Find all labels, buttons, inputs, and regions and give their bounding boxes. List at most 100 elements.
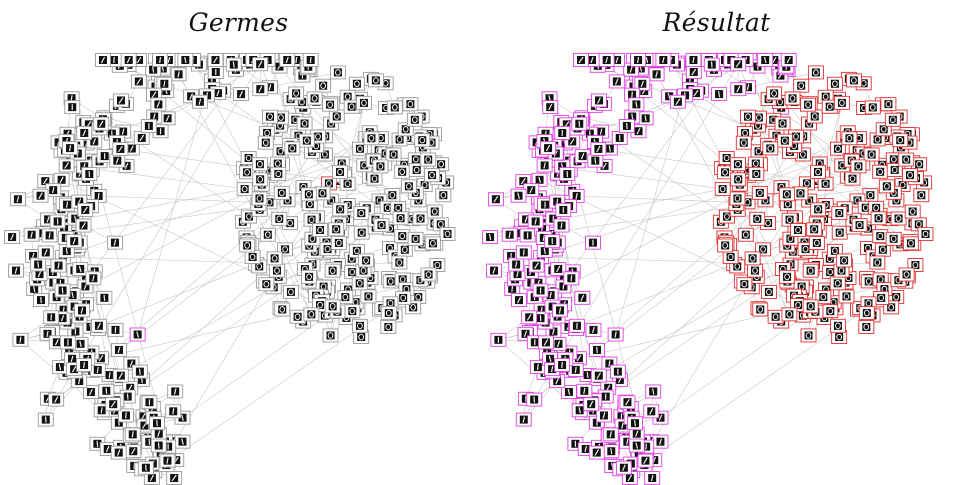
graph-node xyxy=(328,222,345,237)
graph-node xyxy=(609,364,626,379)
graph-edge xyxy=(660,311,811,418)
graph-node xyxy=(608,74,625,89)
graph-node xyxy=(595,408,612,423)
graph-node xyxy=(353,206,370,221)
graph-node xyxy=(863,147,880,162)
graph-node xyxy=(420,152,437,167)
graph-node xyxy=(64,100,81,115)
graph-node xyxy=(129,327,146,342)
graph-node xyxy=(105,397,122,412)
graph-node xyxy=(37,412,54,427)
graph-node xyxy=(351,276,368,291)
graph-node xyxy=(81,167,98,181)
graph-node xyxy=(348,76,365,91)
graph-node xyxy=(41,228,58,243)
graph-node xyxy=(315,78,332,93)
graph-node xyxy=(150,438,167,453)
graph-node xyxy=(314,186,331,201)
graph-node xyxy=(424,168,440,183)
graph-node xyxy=(207,65,224,79)
graph-node xyxy=(826,76,843,91)
graph-node xyxy=(289,309,306,324)
graph-node xyxy=(902,236,919,251)
graph-node xyxy=(487,192,504,207)
graph-node xyxy=(615,460,632,475)
graph-node xyxy=(166,471,183,485)
graph-node xyxy=(831,206,848,221)
graph-node xyxy=(836,253,853,268)
graph-node xyxy=(838,289,855,304)
graph-node xyxy=(792,186,809,201)
graph-node xyxy=(312,223,328,237)
graph-node xyxy=(54,283,71,298)
graph-node xyxy=(306,91,323,106)
graph-edge xyxy=(55,64,261,400)
graph-node xyxy=(800,97,816,112)
graph-node xyxy=(552,303,568,318)
graph-node xyxy=(511,293,527,308)
graph-node xyxy=(645,384,662,399)
graph-node xyxy=(515,245,532,260)
graph-node xyxy=(301,269,318,284)
result-panel-title: Résultat xyxy=(662,8,771,37)
graph-node xyxy=(300,187,317,202)
graph-node xyxy=(332,164,348,179)
graph-node xyxy=(821,99,838,114)
graph-edge xyxy=(752,59,879,219)
graph-node xyxy=(303,212,320,227)
graph-node xyxy=(380,320,397,334)
graph-node xyxy=(528,258,545,273)
graph-node xyxy=(302,53,319,67)
graph-node xyxy=(630,53,647,67)
graph-node xyxy=(259,227,276,242)
graph-node xyxy=(872,164,889,179)
graph-node xyxy=(619,395,636,410)
graph-node xyxy=(634,76,651,91)
graph-node xyxy=(72,262,89,276)
graph-node xyxy=(911,157,928,172)
graph-node xyxy=(637,111,654,126)
graph-node xyxy=(628,97,645,112)
graph-node xyxy=(239,165,256,180)
graph-node xyxy=(536,158,553,173)
graph-node xyxy=(752,302,769,317)
graph-node xyxy=(730,172,747,187)
graph-node xyxy=(757,53,774,67)
graph-node xyxy=(328,109,345,124)
graph-node xyxy=(598,53,615,67)
graph-edge xyxy=(645,193,801,454)
graph-node xyxy=(353,330,370,344)
graph-node xyxy=(95,53,111,67)
graph-node xyxy=(740,109,756,124)
graph-node xyxy=(568,318,585,333)
graph-node xyxy=(735,135,752,150)
graph-node xyxy=(822,304,839,319)
graph-node xyxy=(810,202,827,217)
graph-node xyxy=(112,368,129,383)
graph-node xyxy=(366,171,383,186)
graph-node xyxy=(236,182,253,197)
graph-node xyxy=(392,211,409,226)
graph-node xyxy=(781,212,798,227)
graph-node xyxy=(269,263,285,278)
graph-node xyxy=(717,238,734,253)
graph-node xyxy=(351,318,368,333)
graph-node xyxy=(802,263,819,278)
graph-node xyxy=(111,342,127,357)
graph-node xyxy=(37,245,54,260)
graph-node xyxy=(885,152,902,167)
graph-node xyxy=(282,284,299,299)
graph-node xyxy=(583,397,600,412)
graph-node xyxy=(779,269,796,284)
graph-node xyxy=(845,73,862,88)
graph-node xyxy=(133,130,150,145)
graph-node xyxy=(589,342,605,357)
graph-edge xyxy=(182,311,333,418)
graph-edge xyxy=(533,64,739,400)
graph-node xyxy=(573,53,589,67)
graph-edge xyxy=(739,199,790,315)
graph-node xyxy=(96,290,113,305)
graph-node xyxy=(332,202,349,217)
graph-node xyxy=(880,97,897,112)
graph-node xyxy=(872,229,889,244)
